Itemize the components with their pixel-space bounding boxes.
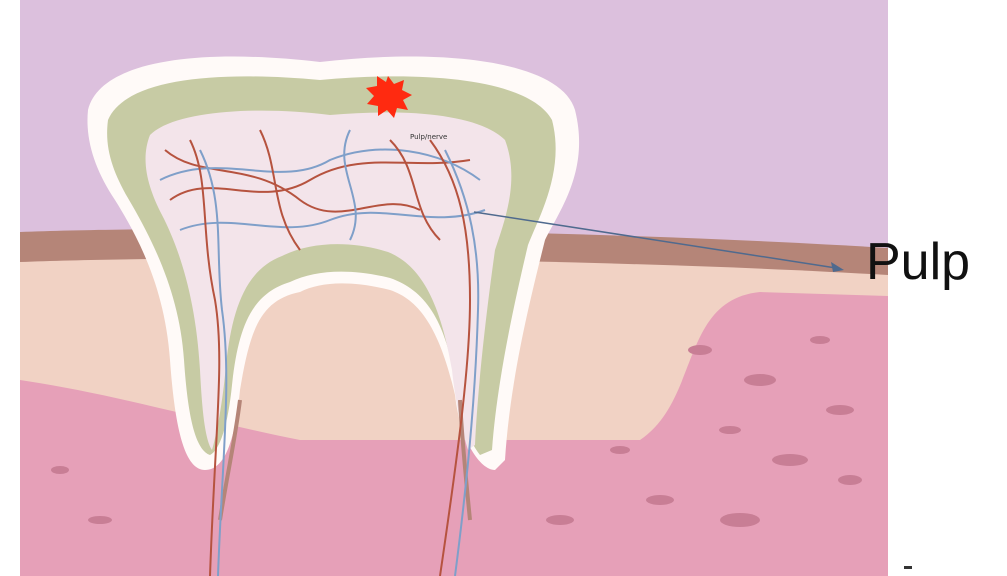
corner-dash bbox=[904, 566, 912, 569]
inner-label: Pulp/nerve bbox=[410, 133, 447, 141]
pulp-label: Pulp bbox=[866, 236, 970, 288]
